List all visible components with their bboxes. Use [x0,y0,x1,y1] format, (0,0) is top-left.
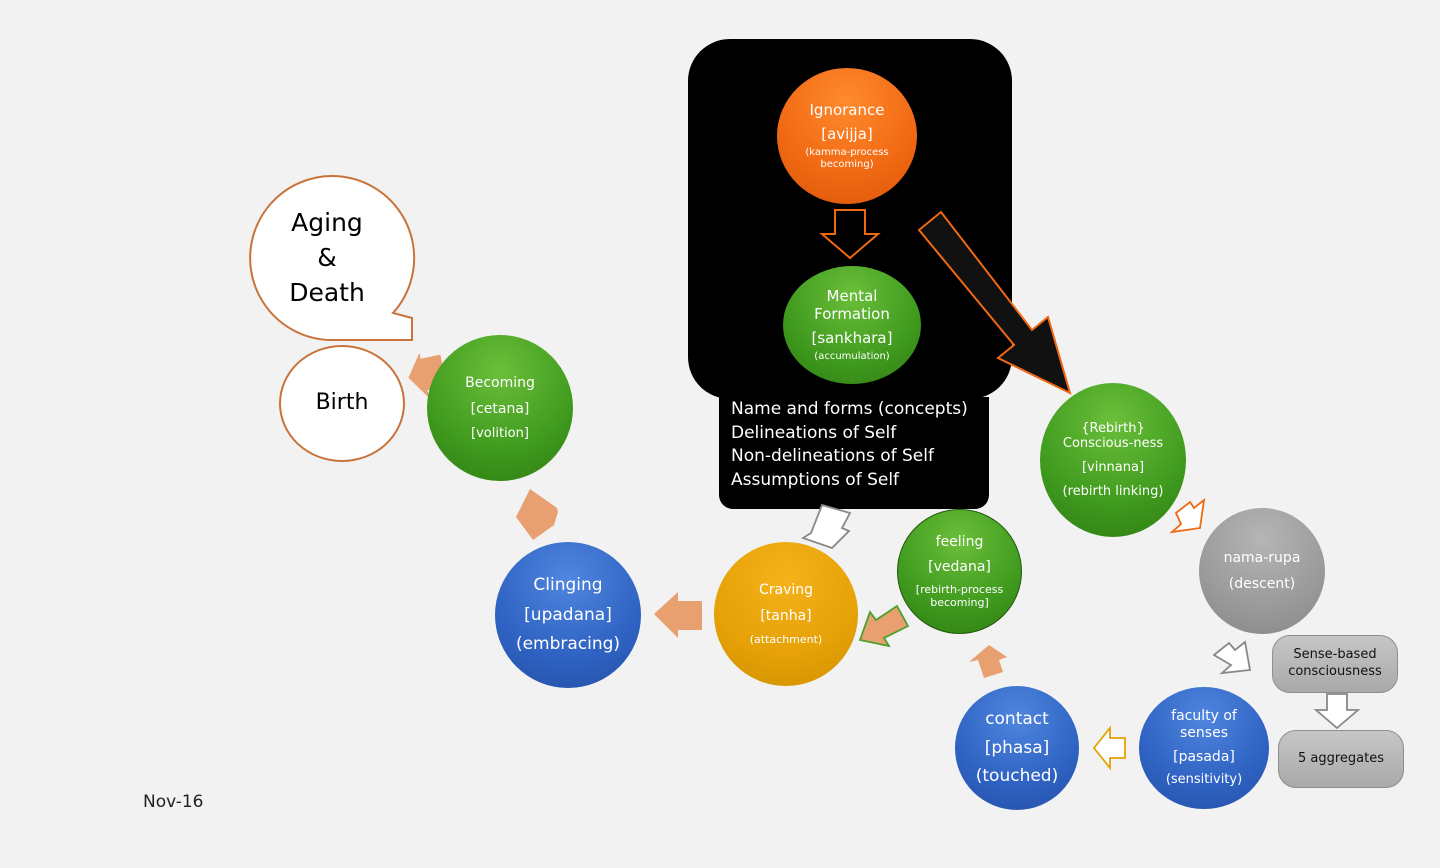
node-label: Craving [758,582,814,599]
date-label: Nov-16 [143,792,204,812]
node-label: [cetana] [470,400,530,417]
node-becoming: Becoming [cetana] [volition] [427,335,573,481]
node-sublabel: (accumulation) [814,351,890,362]
node-label: Birth [315,390,369,416]
node-label: Formation [814,305,890,323]
aging-death-bubble [249,175,416,341]
arrow-concepts-to-craving [800,503,852,550]
concept-line: Name and forms (concepts) [731,399,968,419]
node-mental-formation: Mental Formation [sankhara] (accumulatio… [783,266,921,384]
box-5-aggregates: 5 aggregates [1278,730,1404,788]
node-aging-death: Aging & Death [262,205,392,310]
concept-line: Non-delineations of Self [731,446,934,466]
arrow-faculty-to-contact [1092,725,1126,771]
node-label: (touched) [975,766,1059,787]
node-ignorance: Ignorance [avijja] (kamma-process becomi… [777,68,917,204]
arrow-ignorance-to-rebirth [917,210,1072,395]
node-label: (embracing) [515,634,621,655]
node-sublabel: (attachment) [749,632,823,646]
node-sublabel: becoming) [820,159,874,170]
node-sublabel: (kamma-process [805,147,889,158]
node-feeling: feeling [vedana] [rebirth-process becomi… [897,509,1022,634]
arrow-feeling-to-craving [858,604,910,648]
node-label: feeling [935,534,984,551]
node-sublabel: [rebirth-process [915,582,1004,596]
node-label: nama-rupa [1223,549,1301,566]
node-label: Ignorance [809,101,885,119]
node-label: (descent) [1228,575,1296,592]
box-label: consciousness [1288,664,1382,679]
node-label: [avijja] [821,125,873,143]
node-clinging: Clinging [upadana] (embracing) [495,542,641,688]
arrow-sense-to-aggregates [1313,693,1361,730]
node-label: [phasa] [984,737,1050,758]
node-label: Clinging [533,575,603,596]
node-label: {Rebirth} [1081,420,1145,436]
node-nama-rupa: nama-rupa (descent) [1199,508,1325,634]
node-label: Aging [291,208,363,237]
box-sense-based-consciousness: Sense-based consciousness [1272,635,1398,693]
node-label: senses [1180,724,1228,741]
concept-line: Assumptions of Self [731,469,900,490]
node-label: [pasada] [1173,748,1235,765]
arrow-rebirth-to-namarupa [1169,497,1206,534]
node-label: (sensitivity) [1165,772,1243,788]
node-label: [tanha] [760,607,812,624]
node-label: (rebirth linking) [1062,483,1164,499]
node-label: & [317,243,337,272]
arrow-ignorance-to-mental [819,209,881,260]
node-label: [sankhara] [811,329,893,347]
node-label: Death [289,278,365,307]
node-label: contact [985,709,1049,730]
node-craving: Craving [tanha] (attachment) [714,542,858,686]
node-label: [upadana] [524,604,612,625]
arrow-clinging-to-becoming [516,489,558,540]
concept-line: Delineations of Self [731,422,897,443]
node-sublabel: becoming] [930,595,989,609]
node-contact: contact [phasa] (touched) [955,686,1079,810]
box-label: 5 aggregates [1297,750,1385,766]
node-label: Becoming [465,374,535,391]
node-label: [volition] [471,425,529,441]
node-label: Mental [826,287,878,305]
node-birth: Birth [279,345,405,462]
node-label: faculty of [1171,708,1237,724]
concepts-box: Name and forms (concepts) Delineations o… [719,397,989,509]
node-label: [vedana] [928,558,991,575]
node-faculty-of-senses: faculty of senses [pasada] (sensitivity) [1139,687,1269,809]
node-label: Conscious-ness [1062,436,1164,452]
arrow-contact-to-feeling [969,645,1007,678]
arrow-namarupa-to-faculty [1212,640,1252,675]
box-label: Sense-based [1293,647,1377,663]
arrow-craving-to-clinging [654,592,702,638]
node-rebirth-consciousness: {Rebirth} Conscious-ness [vinnana] (rebi… [1040,383,1186,537]
node-label: [vinnana] [1081,460,1145,475]
